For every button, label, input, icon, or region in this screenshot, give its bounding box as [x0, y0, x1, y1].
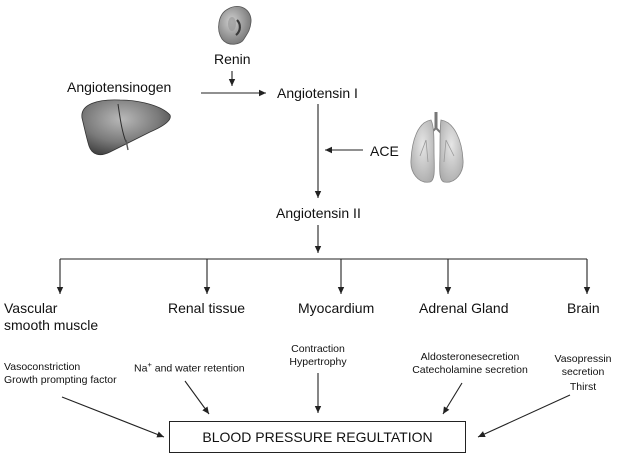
angiotensin-2-label: Angiotensin II [276, 205, 361, 221]
vascular-label-line2: smooth muscle [4, 317, 99, 333]
brain-to-outcome-arrow [477, 394, 571, 438]
brain-effect-1: Vasopressin [554, 353, 612, 365]
ace-label: ACE [370, 143, 399, 159]
vascular-effect-1: Vasoconstriction [4, 361, 81, 373]
brain-label: Brain [567, 300, 600, 316]
myocardium-label: Myocardium [298, 300, 375, 316]
angiotensinogen-label: Angiotensinogen [67, 79, 172, 95]
brain-effect-2: secretion [561, 366, 605, 378]
brain-effect-3: Thirst [569, 381, 597, 393]
myocardium-effect-2: Hypertrophy [289, 356, 347, 368]
angiotensin-1-label: Angiotensin I [277, 85, 358, 101]
myocardium-effect-1: Contraction [291, 343, 345, 355]
adrenal-effect-2: Catecholamine secretion [412, 364, 528, 376]
renal-effect: Na+ and water retention [134, 360, 245, 375]
outcome-label: BLOOD PRESSURE REGULTATION [202, 429, 433, 445]
outcome-box: BLOOD PRESSURE REGULTATION [169, 421, 466, 453]
liver-icon [81, 99, 171, 156]
adrenal-label: Adrenal Gland [419, 300, 509, 316]
lungs-icon [410, 112, 464, 183]
kidney-icon [218, 5, 252, 45]
vascular-label-line1: Vascular [4, 300, 58, 316]
vascular-to-outcome-arrow [61, 396, 165, 438]
renal-label: Renal tissue [168, 300, 246, 316]
renal-to-outcome-arrow [184, 380, 210, 415]
adrenal-to-outcome-arrow [442, 382, 463, 415]
vascular-effect-2: Growth prompting factor [4, 374, 117, 386]
renin-label: Renin [214, 51, 251, 67]
adrenal-effect-1: Aldosteronesecretion [420, 351, 520, 363]
